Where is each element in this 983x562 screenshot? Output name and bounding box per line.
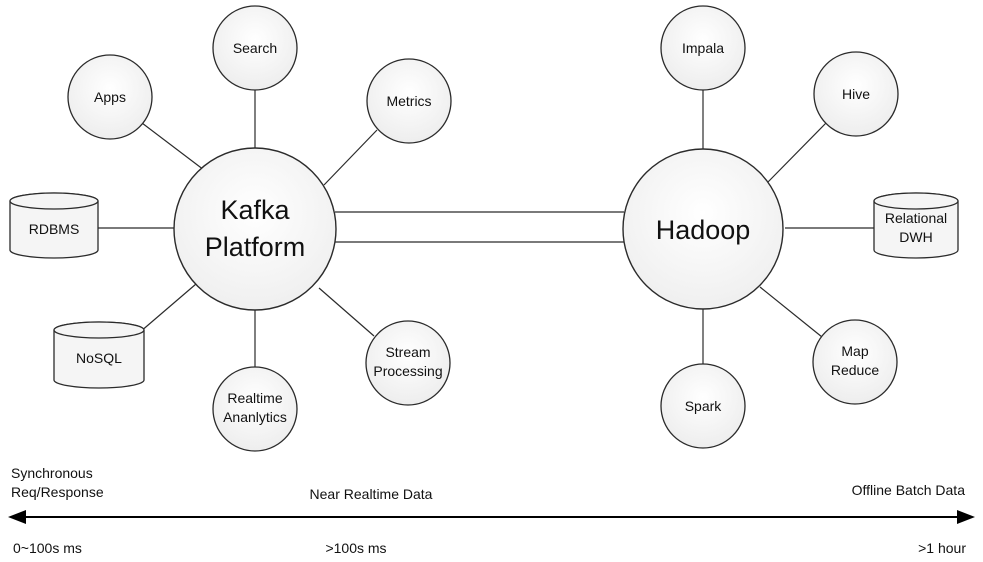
kafka-platform-label-line-1: Kafka <box>220 195 290 225</box>
relational-dwh-label-line-1: Relational <box>885 210 947 226</box>
edge-kafka-apps <box>141 122 205 171</box>
timeline-right-arrowhead <box>957 510 975 524</box>
rdbms-label: RDBMS <box>29 221 80 237</box>
timeline-right-latency: >1 hour <box>918 540 966 556</box>
impala-node[interactable]: Impala <box>660 5 746 91</box>
edge-kafka-nosql <box>139 283 197 333</box>
stream-processing-node[interactable]: Stream Processing <box>365 320 451 406</box>
impala-label: Impala <box>682 40 724 56</box>
edge-kafka-metrics <box>323 129 378 186</box>
timeline-left-arrowhead <box>8 510 26 524</box>
latency-timeline: Synchronous Req/Response Near Realtime D… <box>8 465 975 556</box>
search-label: Search <box>233 40 277 56</box>
search-node[interactable]: Search <box>212 5 298 91</box>
kafka-platform-label-line-2: Platform <box>205 232 306 262</box>
realtime-analytics-node[interactable]: Realtime Ananlytics <box>212 366 298 452</box>
hadoop-label: Hadoop <box>656 215 751 245</box>
relational-dwh-label-line-2: DWH <box>899 229 932 245</box>
relational-dwh-database[interactable]: Relational DWH <box>873 192 959 259</box>
rdbms-database[interactable]: RDBMS <box>9 192 99 259</box>
hive-node[interactable]: Hive <box>813 51 899 137</box>
apps-node[interactable]: Apps <box>67 54 153 140</box>
realtime-analytics-label-line-2: Ananlytics <box>223 409 287 425</box>
nosql-database[interactable]: NoSQL <box>53 321 145 389</box>
map-reduce-node[interactable]: Map Reduce <box>812 319 898 405</box>
metrics-node[interactable]: Metrics <box>366 58 452 144</box>
timeline-left-label-line-1: Synchronous <box>11 465 93 481</box>
timeline-left-latency: 0~100s ms <box>13 540 82 556</box>
timeline-center-label: Near Realtime Data <box>310 486 433 502</box>
timeline-right-label: Offline Batch Data <box>852 482 966 498</box>
map-reduce-label-line-2: Reduce <box>831 362 879 378</box>
metrics-label: Metrics <box>386 93 431 109</box>
edge-kafka-stream-processing <box>318 287 375 337</box>
stream-processing-label-line-1: Stream <box>385 344 430 360</box>
spark-node[interactable]: Spark <box>660 363 746 449</box>
edge-hadoop-map-reduce <box>759 286 823 338</box>
connectors <box>98 90 874 368</box>
hadoop-hub[interactable]: Hadoop <box>622 148 784 310</box>
stream-processing-label-line-2: Processing <box>373 363 442 379</box>
nosql-label: NoSQL <box>76 350 122 366</box>
map-reduce-label-line-1: Map <box>841 343 868 359</box>
hive-label: Hive <box>842 86 870 102</box>
edge-hadoop-hive <box>767 121 828 183</box>
timeline-center-latency: >100s ms <box>325 540 386 556</box>
realtime-analytics-label-line-1: Realtime <box>227 390 282 406</box>
timeline-left-label-line-2: Req/Response <box>11 484 104 500</box>
kafka-platform-hub[interactable]: Kafka Platform <box>173 147 337 311</box>
spark-label: Spark <box>685 398 723 414</box>
apps-label: Apps <box>94 89 126 105</box>
